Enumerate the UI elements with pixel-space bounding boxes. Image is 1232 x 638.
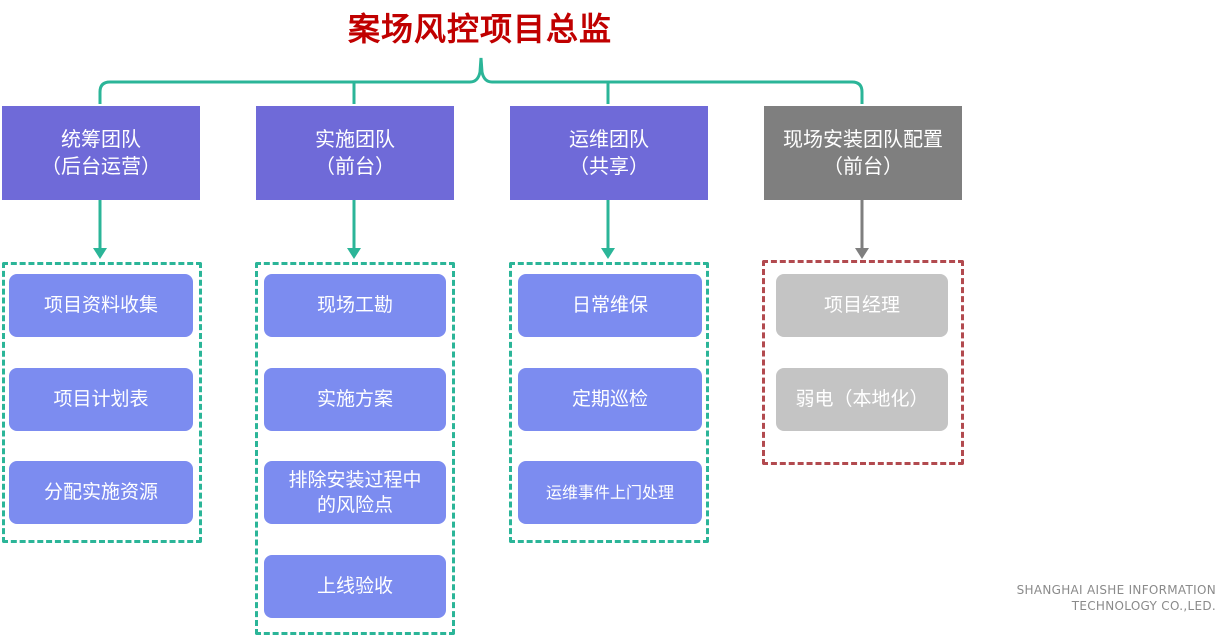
- team-header-coordination: 统筹团队 （后台运营）: [2, 106, 200, 200]
- task-group-onsite-installation: [762, 260, 964, 465]
- task-item: 分配实施资源: [9, 461, 193, 524]
- task-group-operations: [509, 262, 709, 543]
- task-item: 弱电（本地化）: [776, 368, 948, 431]
- top-brace: [98, 57, 864, 104]
- company-name-line-1: SHANGHAI AISHE INFORMATION: [1016, 583, 1216, 597]
- team-role: （后台运营）: [41, 154, 161, 178]
- company-footer: SHANGHAI AISHE INFORMATION TECHNOLOGY CO…: [1017, 582, 1216, 614]
- team-role: （前台）: [315, 154, 395, 178]
- task-item: 排除安装过程中的风险点: [264, 461, 446, 524]
- task-group-implementation: [255, 262, 455, 635]
- team-name: 现场安装团队配置: [783, 127, 943, 151]
- arrow-team-4: [855, 200, 869, 259]
- task-item: 项目资料收集: [9, 274, 193, 337]
- company-name-line-2: TECHNOLOGY CO.,LED.: [1071, 599, 1216, 613]
- team-header-operations: 运维团队 （共享）: [510, 106, 708, 200]
- task-item: 日常维保: [518, 274, 702, 337]
- team-header-implementation: 实施团队 （前台）: [256, 106, 454, 200]
- task-item: 定期巡检: [518, 368, 702, 431]
- arrow-team-2: [347, 200, 361, 259]
- task-item: 现场工勘: [264, 274, 446, 337]
- team-header-onsite-installation: 现场安装团队配置 （前台）: [764, 106, 962, 200]
- arrow-team-1: [93, 200, 107, 259]
- task-item: 实施方案: [264, 368, 446, 431]
- team-role: （前台）: [823, 154, 903, 178]
- task-item: 项目计划表: [9, 368, 193, 431]
- task-group-coordination: [2, 262, 202, 543]
- team-name: 统筹团队: [61, 127, 141, 151]
- team-name: 实施团队: [315, 127, 395, 151]
- team-role: （共享）: [569, 154, 649, 178]
- task-item: 上线验收: [264, 555, 446, 618]
- team-name: 运维团队: [569, 127, 649, 151]
- arrow-team-3: [601, 200, 615, 259]
- task-item: 运维事件上门处理: [518, 461, 702, 524]
- diagram-title: 案场风控项目总监: [347, 10, 612, 48]
- task-item: 项目经理: [776, 274, 948, 337]
